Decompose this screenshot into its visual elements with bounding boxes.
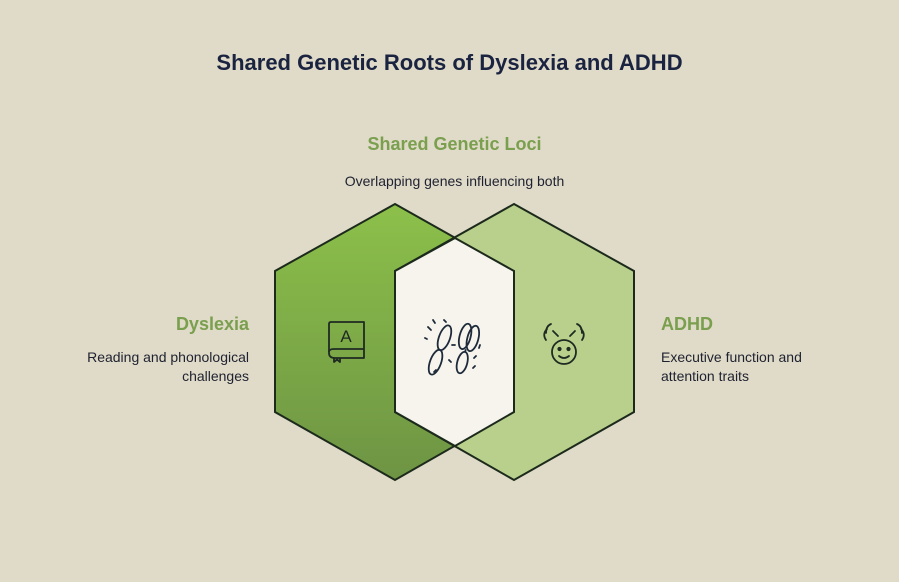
shared-overlap-region	[394, 236, 515, 448]
diagram-title: Shared Genetic Roots of Dyslexia and ADH…	[216, 50, 683, 75]
shared-loci-description: Overlapping genes influencing both	[344, 173, 565, 189]
book-letter: A	[340, 327, 352, 346]
adhd-description: Executive function and attention traits	[661, 348, 861, 386]
dyslexia-heading: Dyslexia	[175, 314, 249, 334]
dyslexia-description: Reading and phonological challenges	[40, 348, 249, 386]
dyslexia-description-line1: Reading and phonological	[87, 349, 249, 365]
shared-loci-heading: Shared Genetic Loci	[367, 134, 542, 154]
dyslexia-description-line2: challenges	[182, 368, 249, 384]
adhd-description-line1: Executive function and	[661, 349, 802, 365]
adhd-heading: ADHD	[661, 314, 713, 334]
book-icon: A	[328, 321, 365, 363]
adhd-description-line2: attention traits	[661, 368, 749, 384]
chromosome-icon	[424, 319, 481, 376]
distracted-child-icon	[543, 323, 585, 365]
